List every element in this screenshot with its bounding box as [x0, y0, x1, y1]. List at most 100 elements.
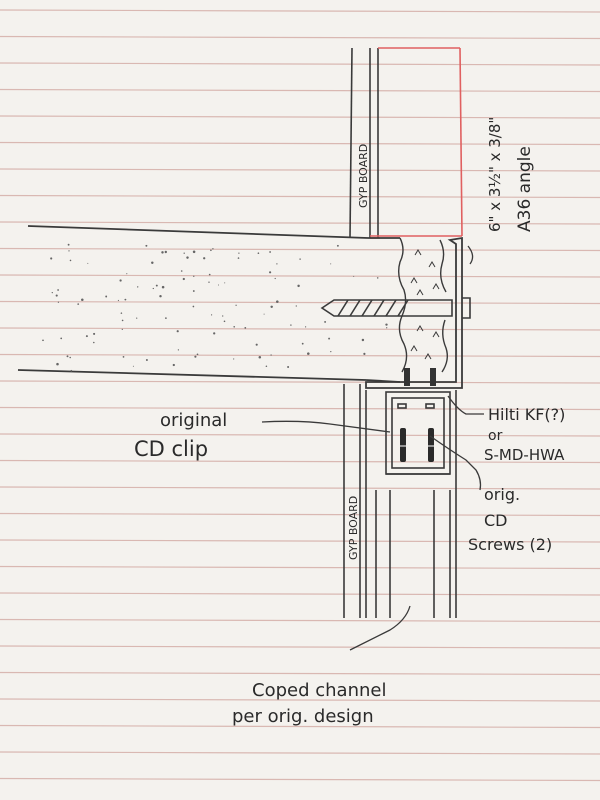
speckle — [145, 359, 148, 361]
speckle — [67, 243, 70, 246]
speckle — [324, 320, 327, 323]
speckle — [211, 314, 213, 316]
speckle — [183, 252, 185, 254]
ruled-line — [0, 194, 600, 199]
speckle — [213, 332, 216, 335]
speckle — [385, 323, 388, 326]
speckle — [165, 317, 167, 319]
grout-caret — [414, 249, 422, 256]
ruled-line — [0, 512, 600, 517]
speckle — [210, 249, 212, 252]
ruled-line — [0, 221, 600, 225]
concrete-speckle — [42, 243, 388, 372]
angle-fasteners — [404, 368, 436, 386]
fastener-label-2: or — [488, 428, 503, 444]
grout-caret — [416, 289, 424, 296]
speckle — [301, 342, 304, 345]
speckle — [117, 299, 119, 302]
speckle — [121, 328, 123, 331]
fastener-label-3: S-MD-HWA — [484, 446, 565, 464]
speckle — [270, 354, 272, 356]
ruled-line — [0, 724, 600, 729]
speckle — [87, 262, 89, 264]
channel-label-2: per orig. design — [232, 706, 374, 727]
ruled-line — [0, 327, 600, 331]
speckle — [93, 332, 96, 335]
speckle — [60, 337, 63, 340]
clip-label-2: CD clip — [134, 437, 208, 461]
speckle — [330, 350, 332, 353]
speckle — [164, 250, 167, 254]
speckle — [363, 352, 366, 355]
speckle — [193, 275, 195, 277]
speckle — [328, 337, 331, 340]
speckle — [263, 313, 265, 315]
speckle — [192, 290, 195, 292]
speckle — [159, 294, 162, 298]
speckle — [255, 343, 258, 346]
speckle — [376, 277, 379, 279]
ruled-line — [0, 433, 600, 437]
grout-caret — [410, 345, 418, 352]
ruled-line — [0, 88, 600, 93]
speckle — [265, 365, 268, 367]
ruled-line — [0, 406, 600, 411]
speckle — [57, 301, 60, 303]
speckle — [353, 275, 355, 277]
speckle — [222, 315, 224, 317]
speckle — [223, 320, 226, 323]
speckle — [50, 257, 53, 260]
speckle — [69, 356, 71, 359]
ruled-line — [0, 539, 600, 543]
grout-marks — [410, 249, 440, 360]
ruled-line — [0, 353, 600, 358]
ruled-line — [0, 9, 600, 13]
ruled-line — [0, 380, 600, 384]
speckle — [269, 251, 271, 253]
angle-size-label: 6" x 3½" x 3/8" — [486, 117, 504, 232]
speckle — [70, 369, 73, 372]
cd-clip — [385, 391, 451, 475]
speckle — [68, 250, 70, 252]
speckle — [269, 271, 272, 274]
grout-caret — [432, 283, 440, 290]
speckle — [57, 289, 59, 291]
speckle — [295, 305, 297, 307]
ruled-line — [0, 62, 600, 66]
speckle — [42, 339, 44, 342]
speckle — [186, 256, 189, 259]
grout-caret — [410, 277, 418, 284]
grout-caret — [424, 353, 432, 360]
grout-caret — [416, 325, 424, 332]
leader-lines — [261, 245, 484, 651]
speckle — [132, 365, 134, 367]
ruled-line — [0, 751, 600, 755]
speckle — [161, 285, 165, 289]
speckle — [276, 300, 279, 303]
ruled-line — [0, 35, 600, 40]
clip-label-1: original — [160, 410, 227, 431]
speckle — [238, 252, 240, 254]
ruled-line — [0, 115, 600, 119]
ruled-line — [0, 645, 600, 649]
speckle — [56, 362, 59, 366]
grout-caret — [428, 261, 436, 268]
speckle — [136, 317, 138, 319]
grout-caret — [432, 331, 440, 338]
speckle — [155, 284, 158, 287]
speckle — [287, 366, 290, 368]
angle-grade-label: A36 angle — [515, 146, 535, 232]
speckle — [386, 327, 388, 329]
ruled-line — [0, 592, 600, 596]
ruled-line — [0, 618, 600, 623]
speckle — [257, 252, 260, 255]
ruled-line — [0, 698, 600, 702]
cd-clip-screws — [400, 428, 434, 462]
speckle — [290, 324, 292, 326]
speckle — [299, 258, 301, 260]
speckle — [120, 312, 123, 314]
speckle — [151, 261, 154, 264]
ruled-line — [0, 141, 600, 146]
